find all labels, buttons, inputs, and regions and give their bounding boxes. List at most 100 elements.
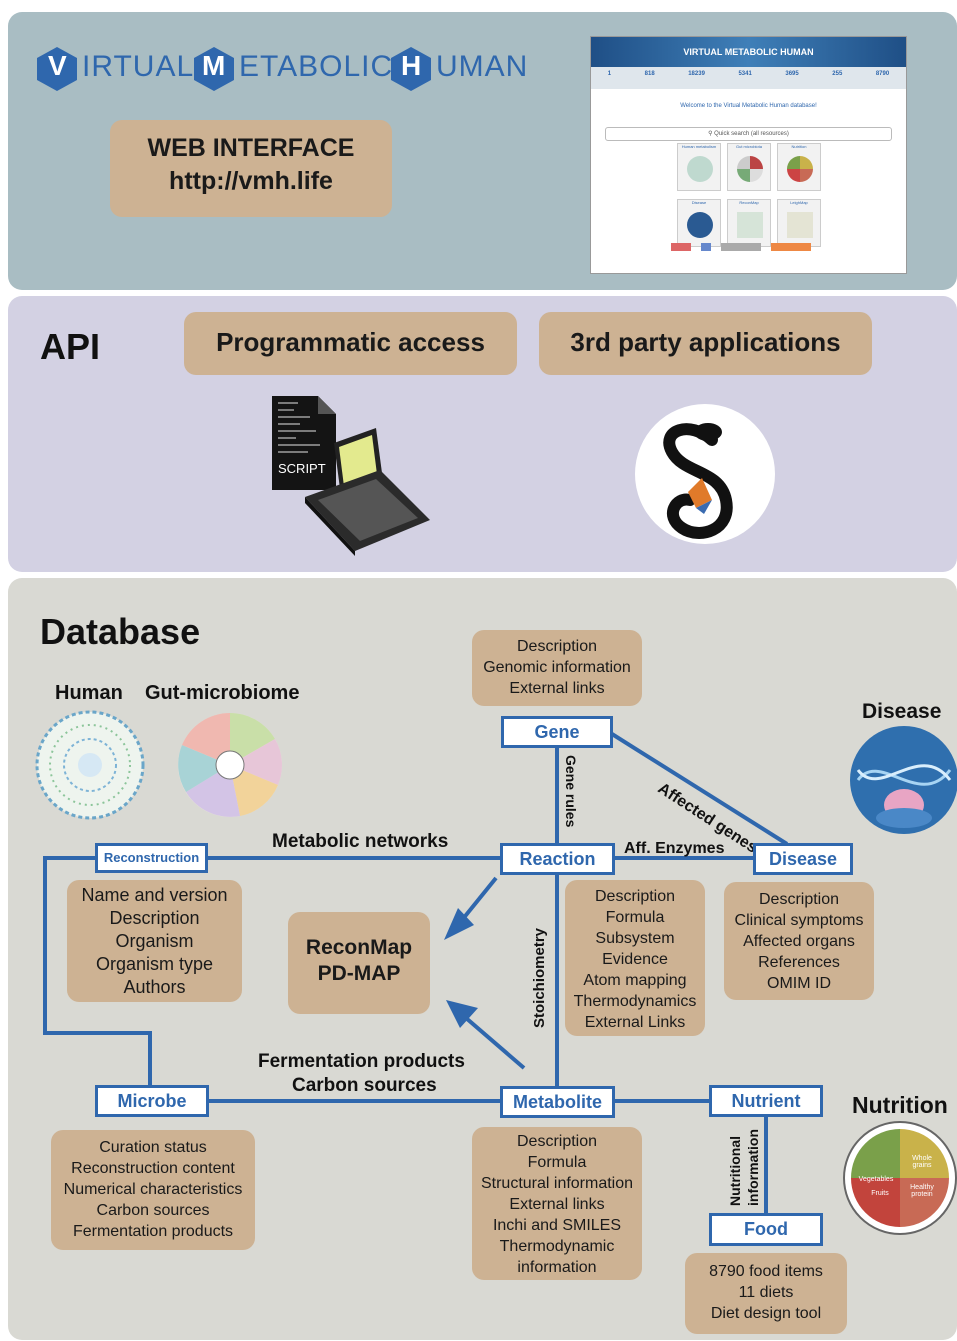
tile-leighmap[interactable]: LeighMap — [777, 199, 821, 247]
disease-attr: Clinical symptoms — [734, 912, 864, 929]
logo-letter-v: V — [48, 50, 68, 81]
entity-gene[interactable]: Gene — [501, 716, 613, 748]
metabolite-attr: External links — [509, 1196, 605, 1213]
script-label: SCRIPT — [278, 461, 326, 476]
reconmap-label: ReconMap — [305, 936, 413, 959]
entity-disease[interactable]: Disease — [753, 843, 853, 875]
food-attr: 11 diets — [738, 1284, 794, 1301]
nutrition-section-label: Nutrition — [852, 1092, 948, 1118]
edge-label-nutritional: Nutritional — [727, 1136, 743, 1206]
disease-attributes-box: Description Clinical symptoms Affected o… — [724, 882, 874, 1000]
metabolite-attr: Structural information — [480, 1175, 634, 1192]
disease-attr: OMIM ID — [767, 975, 831, 992]
stat-5: 255 — [832, 71, 843, 77]
third-party-apps-box: 3rd party applications — [539, 312, 872, 375]
disease-section-label: Disease — [862, 700, 942, 723]
stat-1: 818 — [644, 71, 655, 77]
gene-attr: Genomic information — [483, 659, 631, 676]
stat-0: 1 — [607, 71, 612, 77]
screenshot-search[interactable]: ⚲ Quick search (all resources) — [605, 127, 892, 141]
edge-label-stoichiometry: Stoichiometry — [531, 927, 548, 1028]
plate-label-whole-grains: Whole grains — [912, 1155, 932, 1169]
entity-microbe[interactable]: Microbe — [95, 1085, 209, 1117]
reconmap-pdmap-box: ReconMap PD-MAP — [288, 912, 430, 1014]
web-interface-box: WEB INTERFACE http://vmh.life — [110, 120, 392, 217]
logo-text-irtual: IRTUAL — [82, 50, 195, 83]
tile-nutrition[interactable]: Nutrition — [777, 143, 821, 191]
gene-attributes-box: Description Genomic information External… — [472, 630, 642, 706]
entity-reconstruction[interactable]: Reconstruction — [95, 843, 208, 873]
web-interface-url[interactable]: http://vmh.life — [169, 167, 333, 195]
web-interface-title: WEB INTERFACE — [147, 134, 355, 162]
screenshot-stats: 1 818 18239 5341 3695 255 8790 — [591, 67, 906, 89]
recon-attr: Description — [109, 908, 200, 928]
metabolite-attr: Formula — [527, 1154, 587, 1171]
tile-reconmap[interactable]: ReconMap — [727, 199, 771, 247]
reaction-attr: Description — [594, 888, 676, 905]
disease-attr: Description — [758, 891, 840, 908]
entity-nutrient[interactable]: Nutrient — [709, 1085, 823, 1117]
plate-label-vegetables: Vegetables — [858, 1176, 894, 1183]
edge-label-fermentation-products: Fermentation products — [258, 1051, 465, 1072]
tile-label: ReconMap — [739, 200, 759, 205]
website-screenshot: VIRTUAL METABOLIC HUMAN 1 818 18239 5341… — [590, 36, 907, 274]
stat-4: 3695 — [785, 71, 799, 77]
microbe-attr: Carbon sources — [96, 1202, 210, 1219]
food-attributes-box: 8790 food items 11 diets Diet design too… — [685, 1253, 847, 1334]
stat-6: 8790 — [875, 71, 890, 77]
reaction-attr: Thermodynamics — [573, 993, 697, 1010]
database-title: Database — [40, 611, 201, 652]
tile-disease[interactable]: Disease — [677, 199, 721, 247]
logo-text-uman: UMAN — [436, 50, 529, 83]
stat-3: 5341 — [738, 71, 752, 77]
programmatic-access-box: Programmatic access — [184, 312, 517, 375]
logo-text-etabolic: ETABOLIC — [239, 50, 394, 83]
reaction-attr: Subsystem — [595, 930, 675, 947]
tile-gut-microbiota[interactable]: Gut microbiota — [727, 143, 771, 191]
search-icon: ⚲ — [708, 131, 715, 137]
reaction-attr: Atom mapping — [583, 972, 687, 989]
microbe-attr: Reconstruction content — [71, 1160, 235, 1177]
logo-letter-m: M — [202, 50, 227, 81]
tile-label: Nutrition — [791, 144, 807, 149]
gut-microbiome-label: Gut-microbiome — [145, 682, 300, 704]
edge-label-carbon-sources: Carbon sources — [292, 1075, 437, 1096]
microbe-attributes-box: Curation status Reconstruction content N… — [51, 1130, 255, 1250]
microbe-attr: Numerical characteristics — [63, 1181, 243, 1198]
food-attr: 8790 food items — [709, 1263, 823, 1280]
disease-attr: References — [758, 954, 840, 971]
screenshot-header: VIRTUAL METABOLIC HUMAN — [591, 37, 906, 67]
logo-letter-h: H — [401, 50, 423, 81]
food-attr: Diet design tool — [710, 1305, 822, 1322]
reaction-attr: Evidence — [602, 951, 668, 968]
entity-food[interactable]: Food — [709, 1213, 823, 1246]
pdmap-label: PD-MAP — [317, 962, 401, 985]
edge-label-aff-enzymes: Aff. Enzymes — [624, 840, 725, 857]
recon-attr: Authors — [123, 977, 186, 997]
gene-attr: Description — [516, 638, 598, 655]
tile-label: Human metabolism — [681, 144, 717, 149]
api-title: API — [40, 326, 101, 367]
search-placeholder: Quick search (all resources) — [714, 131, 789, 137]
reaction-attributes-box: Description Formula Subsystem Evidence A… — [565, 880, 705, 1036]
metabolite-attr: Description — [516, 1133, 598, 1150]
gene-attr: External links — [509, 680, 605, 697]
metabolite-attr: information — [517, 1259, 597, 1276]
screenshot-partner-logos — [671, 243, 831, 253]
plate-label-healthy-protein: Healthy protein — [910, 1184, 934, 1198]
entity-reaction[interactable]: Reaction — [500, 843, 615, 875]
reaction-attr: Formula — [605, 909, 665, 926]
recon-attr: Organism type — [95, 954, 214, 974]
recon-attr: Organism — [115, 931, 194, 951]
metabolite-attr: Inchi and SMILES — [492, 1217, 622, 1234]
stat-2: 18239 — [688, 71, 705, 77]
disease-attr: Affected organs — [743, 933, 855, 950]
screenshot-tiles: Human metabolism Gut microbiota Nutritio… — [677, 143, 822, 247]
edge-label-metabolic-networks: Metabolic networks — [272, 831, 449, 852]
edge-label-gene-rules: Gene rules — [563, 755, 579, 828]
entity-metabolite[interactable]: Metabolite — [500, 1086, 615, 1118]
microbe-attr: Curation status — [99, 1139, 207, 1156]
metabolite-attributes-box: Description Formula Structural informati… — [472, 1127, 642, 1280]
plate-label-fruits: Fruits — [871, 1190, 889, 1197]
tile-human-metabolism[interactable]: Human metabolism — [677, 143, 721, 191]
